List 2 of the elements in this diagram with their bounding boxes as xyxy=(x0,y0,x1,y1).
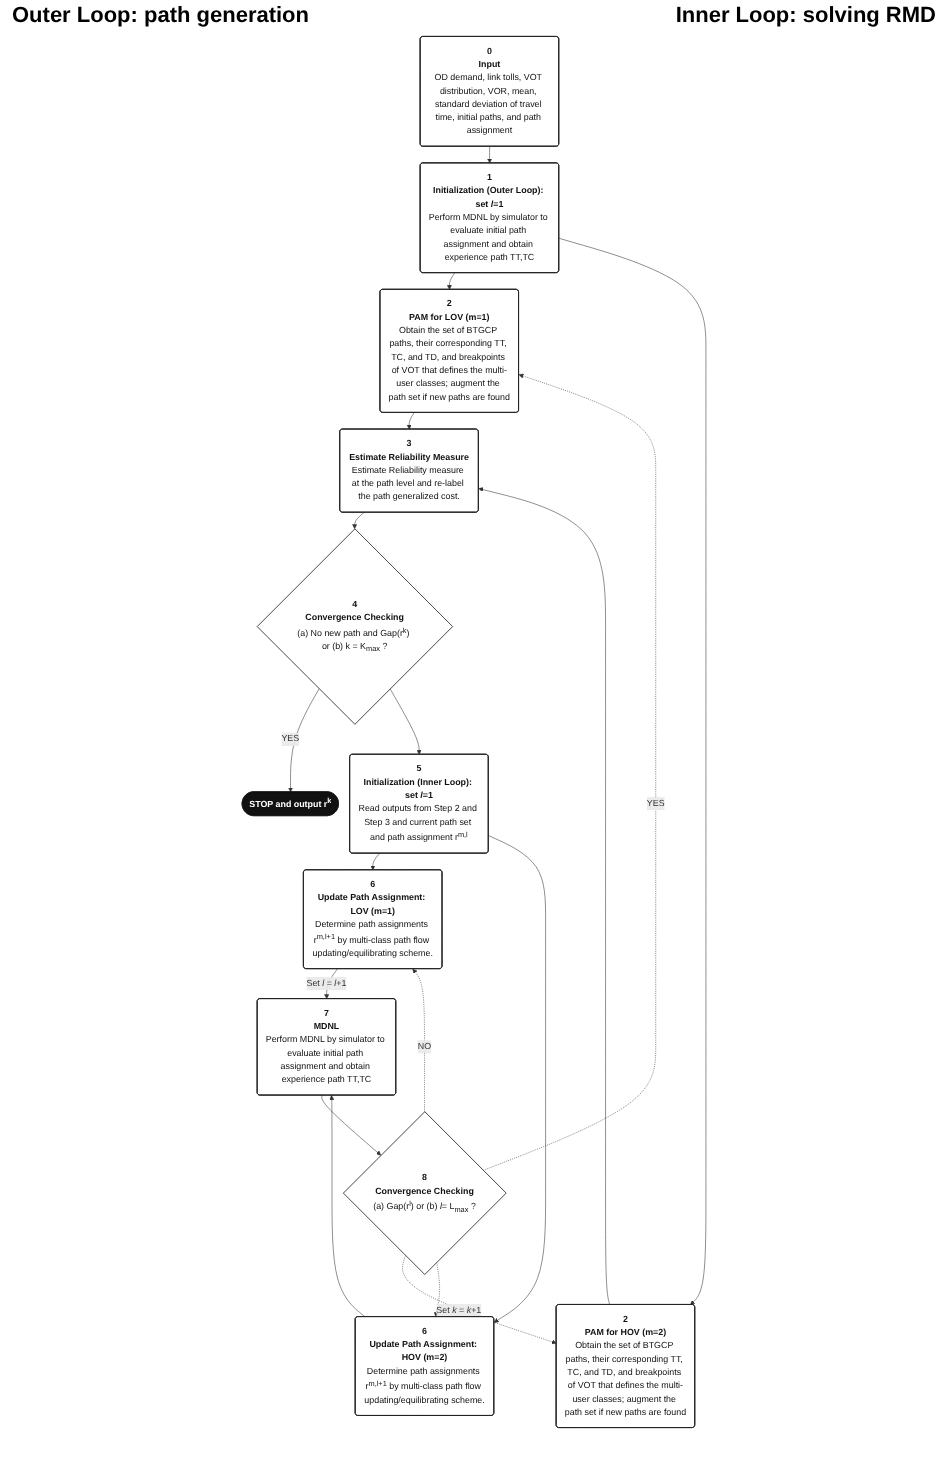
loop-note: Outer Loop: path generation xyxy=(12,4,309,28)
loop-note: Inner Loop: solving RMD xyxy=(675,4,936,28)
